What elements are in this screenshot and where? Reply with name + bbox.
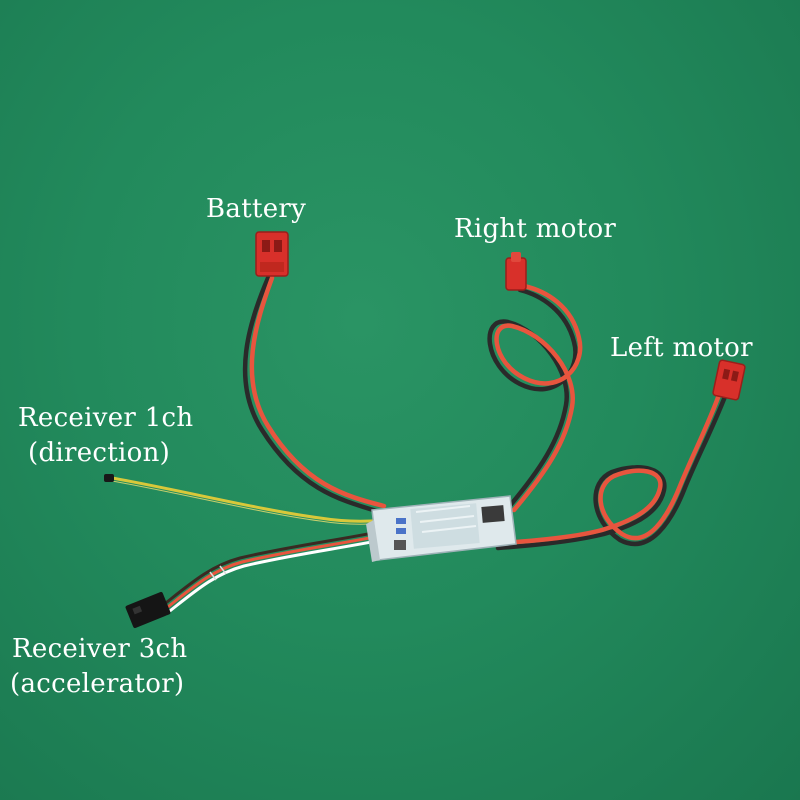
right-motor-lead [487, 283, 583, 513]
receiver-1ch-sub-label: (direction) [28, 438, 171, 468]
battery-label: Battery [206, 194, 307, 224]
esc-board [366, 495, 517, 562]
receiver-3ch-connector [125, 591, 171, 629]
left-motor-label: Left motor [610, 333, 753, 363]
receiver-3ch-sub-label: (accelerator) [10, 669, 185, 699]
receiver-1ch-label: Receiver 1ch [18, 403, 194, 433]
battery-connector [255, 231, 289, 277]
left-motor-lead [495, 389, 729, 551]
receiver-3ch-label: Receiver 3ch [12, 634, 188, 664]
left-motor-connector [712, 359, 746, 401]
receiver-1ch-wire [104, 474, 387, 525]
right-motor-connector [505, 252, 527, 291]
receiver-3ch-wire [160, 528, 394, 616]
right-motor-label: Right motor [454, 214, 617, 244]
battery-lead [242, 275, 387, 515]
